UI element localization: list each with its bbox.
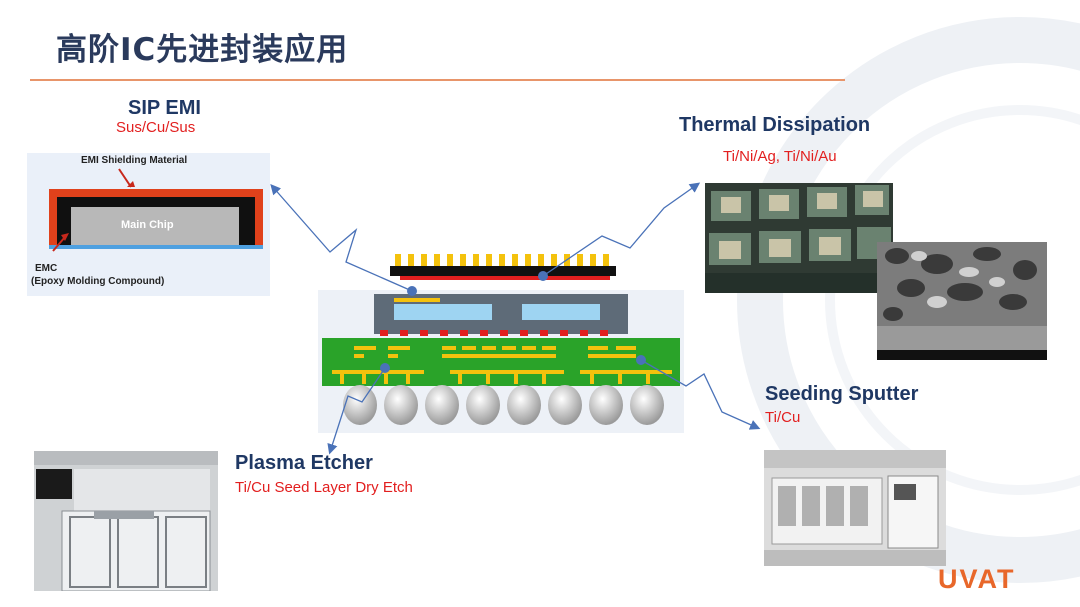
thermal-materials: Ti/Ni/Ag, Ti/Ni/Au xyxy=(723,148,837,165)
plasma-etcher-photo xyxy=(34,451,218,591)
sputter-equipment-photo xyxy=(764,450,946,566)
plasma-materials: Ti/Cu Seed Layer Dry Etch xyxy=(235,479,413,496)
uvat-logo: UVAT xyxy=(938,564,1016,594)
chip-array-photo xyxy=(705,183,893,293)
seeding-title: Seeding Sputter xyxy=(765,383,919,405)
sip-emi-title: SIP EMI xyxy=(128,97,201,119)
thermal-title: Thermal Dissipation xyxy=(679,114,871,136)
main-chip-label: Main Chip xyxy=(121,219,174,231)
emc-full-label: (Epoxy Molding Compound) xyxy=(31,276,165,287)
page-title: 高阶IC先进封装应用 xyxy=(56,32,349,68)
title-divider xyxy=(30,79,845,81)
seeding-materials: Ti/Cu xyxy=(765,409,801,426)
sip-emi-diagram: EMI Shielding Material Main Chip EMC (Ep… xyxy=(27,153,270,296)
sip-emi-materials: Sus/Cu/Sus xyxy=(116,119,196,136)
plasma-title: Plasma Etcher xyxy=(235,452,373,474)
emi-shield-label: EMI Shielding Material xyxy=(81,155,188,166)
package-cross-section xyxy=(318,250,684,433)
emc-label: EMC xyxy=(35,263,58,274)
sem-micrograph xyxy=(877,242,1047,360)
